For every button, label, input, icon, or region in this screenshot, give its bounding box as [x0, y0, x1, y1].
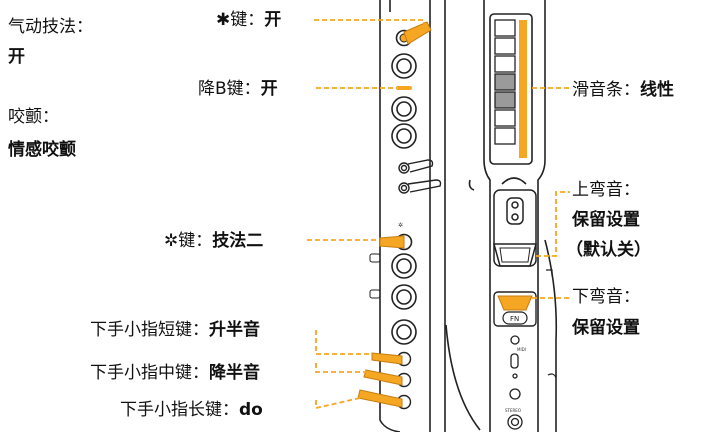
midi-label: MIDI: [517, 347, 526, 352]
pinky-keys: [357, 351, 412, 410]
vibrato-value: 情感咬颤: [8, 140, 76, 160]
bflat-key-value: 开: [260, 79, 278, 99]
bend-up-title: 上弯音：: [572, 180, 640, 200]
technique-key: ✲: [379, 222, 413, 251]
pinky-short-label: 下手小指短键：: [90, 320, 209, 340]
bend-panel: [493, 189, 537, 267]
bflat-key: [396, 86, 412, 90]
technique-key-callout: ✲键：技法二: [164, 229, 263, 253]
star-key-callout: ✱键：开: [216, 8, 281, 32]
breath-technique-title: 气动技法：: [8, 17, 93, 37]
slide-strip-value: 线性: [640, 80, 674, 100]
ports: [507, 335, 523, 430]
instrument-back-view: [468, 0, 558, 432]
pinky-mid-label: 下手小指中键：: [90, 363, 209, 383]
slide-strip: [489, 13, 533, 165]
technique-key-label: ✲键：: [164, 231, 213, 251]
bend-up-value: 保留设置: [572, 210, 640, 230]
pinky-mid-value: 降半音: [209, 363, 260, 383]
right-side-fixtures: [546, 269, 557, 379]
star-key-label: ✱键：: [216, 10, 265, 30]
fn-label: FN: [510, 315, 519, 323]
pinky-mid-callout: 下手小指中键：降半音: [90, 361, 260, 385]
bend-down-frame: [493, 291, 537, 327]
pinky-long-callout: 下手小指长键：do: [120, 398, 263, 422]
pinky-long-value: do: [239, 400, 263, 420]
technique-key-value: 技法二: [212, 231, 264, 251]
bend-up-note: （默认关）: [566, 240, 651, 260]
bend-down-value: 保留设置: [572, 318, 640, 338]
slide-strip-label: 滑音条：: [572, 80, 640, 100]
vibrato-title: 咬颤：: [8, 107, 59, 127]
fn-button: [502, 311, 528, 325]
stereo-label: STEREO: [505, 408, 521, 413]
tone-holes-lower: [391, 253, 417, 345]
pinky-long-label: 下手小指长键：: [120, 400, 239, 420]
side-keys: [398, 159, 442, 194]
slide-strip-callout: 滑音条：线性: [572, 78, 674, 102]
star-key: [395, 21, 432, 47]
bend-up-highlight: [499, 247, 531, 263]
bflat-key-callout: 降B键：开: [198, 77, 278, 101]
tone-holes-upper: [391, 53, 417, 149]
pinky-short-value: 升半音: [209, 320, 260, 340]
breath-technique-value: 开: [8, 47, 25, 67]
bend-down-key: [497, 295, 533, 311]
pinky-short-callout: 下手小指短键：升半音: [90, 318, 260, 342]
star-key-value: 开: [264, 10, 282, 30]
strip-arc: [501, 177, 527, 185]
bend-down-title: 下弯音：: [572, 287, 640, 307]
plus-minus-marks: [369, 253, 381, 299]
instrument-front-view: [379, 0, 481, 432]
svg-text:✲: ✲: [398, 222, 403, 229]
leader-lines: [307, 19, 570, 410]
bflat-key-label: 降B键：: [198, 79, 261, 99]
